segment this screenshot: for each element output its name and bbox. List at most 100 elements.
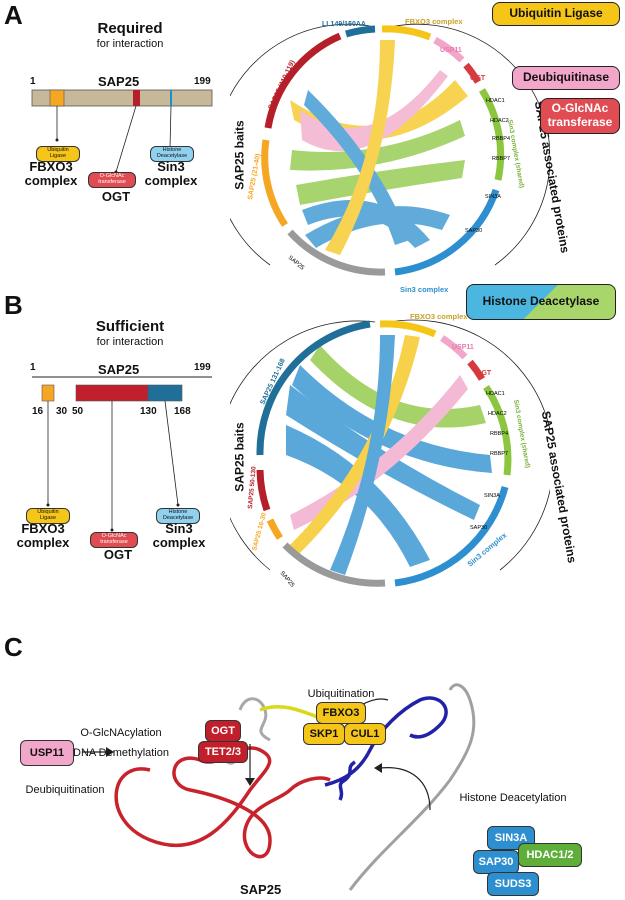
ribbon-b-3 xyxy=(292,365,492,473)
chord-diagram-a: LL149/150AA FBXO3 complex USP11 OGT HDAC… xyxy=(230,17,550,294)
sin3-region-a xyxy=(170,90,172,106)
sin3-region-b xyxy=(147,384,183,402)
arc-bait1-b xyxy=(256,320,371,456)
arc-sin3shared-b xyxy=(483,385,512,476)
ogt-label-b: OGT xyxy=(103,547,133,562)
tick-50: 50 xyxy=(72,406,84,417)
ribbon-a-6 xyxy=(302,200,430,248)
baits-axis-label-a: SAP25 baits xyxy=(232,120,247,190)
chord-a-label-rbbp7: RBBP7 xyxy=(492,156,510,162)
chord-b-label-usp11: USP11 xyxy=(452,344,474,351)
chord-a-label-mutant: LL149/150AA xyxy=(322,21,366,28)
hdac-box: HDAC1/2 xyxy=(518,843,582,867)
tick-30: 30 xyxy=(56,406,68,417)
ribbon-b-1 xyxy=(286,385,480,520)
chord-b-label-ogt: OGT xyxy=(476,370,492,377)
baits-bracket-b xyxy=(230,320,376,571)
panel-b-start: 1 xyxy=(30,362,36,373)
dna-demethylation-label: DNA Demethylation xyxy=(73,747,169,759)
chord-a-label-sin3a: SIN3A xyxy=(485,194,501,200)
chord-b-label-hdac2: HDAC2 xyxy=(488,411,507,417)
histone-pill-a: Histone Deacetylase xyxy=(150,146,194,162)
ogt-label-a: OGT xyxy=(101,189,131,204)
ribbon-a-8 xyxy=(325,40,395,255)
arc-ogt-a xyxy=(463,62,482,84)
assoc-bracket-a xyxy=(389,23,550,266)
chord-a-label-sap30: SAP30 xyxy=(465,228,482,234)
chord-a-label-ogt: OGT xyxy=(470,75,486,82)
chord-b-label-sap30: SAP30 xyxy=(470,525,487,531)
ribbon-a-7 xyxy=(305,206,450,248)
usp11-box: USP11 xyxy=(20,740,74,766)
fbxo3-region-b xyxy=(41,384,55,402)
chord-diagram-b: FBXO3 complex USP11 OGT HDAC1 HDAC2 RBBP… xyxy=(230,312,550,589)
panel-a-end: 199 xyxy=(194,76,211,87)
chord-b-label-sap25: SAP25 xyxy=(278,570,295,589)
chord-a-label-sap25: SAP25 xyxy=(287,255,306,272)
oglcnac-pill-b: O-GlcNAc transferase xyxy=(90,532,138,548)
chord-b-label-sin3-shared: Sin3 complex (shared) xyxy=(512,399,531,469)
arc-ogt-b xyxy=(467,359,486,381)
panel-c-letter: C xyxy=(4,632,23,662)
histone-deacetylation-label: Histone Deacetylation xyxy=(459,792,567,804)
ribbon-b-7 xyxy=(330,335,395,575)
baits-bracket-a xyxy=(230,23,376,266)
arc-fbxo3-b xyxy=(379,320,437,338)
arc-bait3-b xyxy=(266,518,283,540)
panel-a-protein-name: SAP25 xyxy=(98,74,140,89)
deubiquitinase-tag: Deubiquitinase xyxy=(512,66,620,90)
chord-b-label-fbxo3-complex: FBXO3 complex xyxy=(410,312,468,321)
cul1-box: CUL1 xyxy=(344,723,386,745)
arc-bait2-b xyxy=(256,469,271,512)
panel-a-letter: A xyxy=(4,0,23,30)
arrow-histone xyxy=(379,767,431,811)
tick-16: 16 xyxy=(32,406,44,417)
panel-b-domain-map xyxy=(32,376,212,532)
arc-sin3-a xyxy=(394,188,500,276)
chord-b-label-sin3a: SIN3A xyxy=(484,493,500,499)
ubiquitin-ligase-pill-a: Ubiquitin Ligase xyxy=(36,146,80,162)
ubiquitination-label: Ubiquitination xyxy=(307,688,375,700)
panel-b-subtitle: for interaction xyxy=(96,336,164,348)
assoc-bracket-b xyxy=(389,319,550,571)
tick-168: 168 xyxy=(174,406,191,417)
arc-fbxo3-a xyxy=(381,25,432,41)
structure-red xyxy=(114,746,331,859)
panel-a-domain-map xyxy=(31,89,213,174)
oglcnacylation-label: O-GlcNAcylation xyxy=(80,727,162,739)
chord-b-label-bait3: SAP25 16-30 xyxy=(251,512,268,552)
panel-a-subtitle: for interaction xyxy=(96,38,164,50)
ribbon-b-4 xyxy=(310,345,486,428)
chord-a-label-rbbp4: RBBP4 xyxy=(492,136,510,142)
fbxo3-complex-label-b: FBXO3 complex xyxy=(16,521,70,551)
arc-usp11-a xyxy=(433,36,465,63)
sin3-complex-label-a: Sin3 complex xyxy=(144,159,198,189)
ribbon-b-5 xyxy=(290,375,468,530)
panel-b-end: 199 xyxy=(194,362,211,373)
panel-a-start: 1 xyxy=(30,76,36,87)
ribbon-b-6 xyxy=(290,335,420,557)
chord-b-label-bait2: SAP25 50-130 xyxy=(247,466,258,509)
panel-a-title: Required xyxy=(97,20,163,37)
baits-axis-label-b: SAP25 baits xyxy=(232,422,247,492)
arc-usp11-b xyxy=(440,335,468,360)
structure-gray-tail xyxy=(348,683,476,891)
panel-b-letter: B xyxy=(4,290,23,320)
suds3-box: SUDS3 xyxy=(487,872,539,896)
ribbon-a-2 xyxy=(290,120,465,171)
structure-gray-top xyxy=(238,697,271,742)
tet-box: TET2/3 xyxy=(198,741,248,763)
fbxo3-complex-label-a: FBXO3 complex xyxy=(24,159,78,189)
deubiquitination-label: Deubiquitination xyxy=(25,784,105,796)
sap30-box: SAP30 xyxy=(473,850,519,874)
chord-b-label-rbbp4: RBBP4 xyxy=(490,431,508,437)
fbxo3-box: FBXO3 xyxy=(316,702,366,724)
tick-130: 130 xyxy=(140,406,157,417)
chord-b-label-rbbp7: RBBP7 xyxy=(490,451,508,457)
ogt-region-a xyxy=(133,90,140,106)
arc-bait2-a xyxy=(261,139,288,227)
ubiquitin-ligase-pill-b: Ubiquitin Ligase xyxy=(26,508,70,524)
sin3a-box: SIN3A xyxy=(487,826,535,850)
arc-mutant-a xyxy=(344,25,376,38)
arc-sin3-b xyxy=(394,486,509,587)
